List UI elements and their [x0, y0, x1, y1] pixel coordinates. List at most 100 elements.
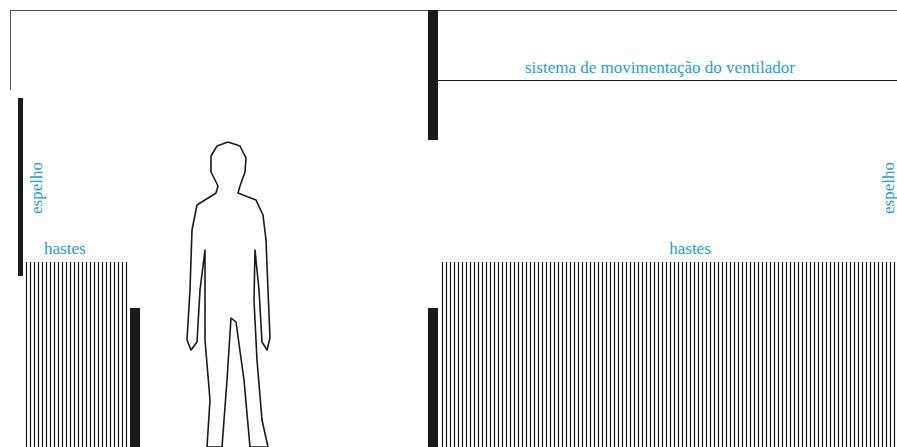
- rod: [494, 262, 495, 447]
- rod: [814, 262, 815, 447]
- rod: [594, 262, 595, 447]
- rod: [506, 262, 507, 447]
- rod: [26, 262, 27, 447]
- rod: [610, 262, 611, 447]
- rod: [614, 262, 615, 447]
- rod: [110, 262, 111, 447]
- rods-left: [27, 262, 127, 447]
- rod: [850, 262, 851, 447]
- rod: [114, 262, 115, 447]
- rod: [870, 262, 871, 447]
- rod: [762, 262, 763, 447]
- rod: [598, 262, 599, 447]
- rod: [694, 262, 695, 447]
- rod: [30, 262, 31, 447]
- rod: [710, 262, 711, 447]
- person-silhouette: [187, 142, 270, 447]
- rod: [442, 262, 443, 447]
- rod: [46, 262, 47, 447]
- rod: [766, 262, 767, 447]
- rod: [122, 262, 123, 447]
- rod: [574, 262, 575, 447]
- rod: [866, 262, 867, 447]
- rod: [58, 262, 59, 447]
- rod: [86, 262, 87, 447]
- rod: [454, 262, 455, 447]
- rod: [730, 262, 731, 447]
- rod: [42, 262, 43, 447]
- mirror-label: espelho: [28, 160, 45, 216]
- rod: [570, 262, 571, 447]
- rod: [714, 262, 715, 447]
- rod: [838, 262, 839, 447]
- rod: [462, 262, 463, 447]
- rod: [666, 262, 667, 447]
- rod: [742, 262, 743, 447]
- rod: [830, 262, 831, 447]
- rod: [74, 262, 75, 447]
- wall-bar: [428, 10, 438, 140]
- rod: [738, 262, 739, 447]
- rod: [34, 262, 35, 447]
- rod: [630, 262, 631, 447]
- rod: [78, 262, 79, 447]
- rods-right: [443, 262, 895, 447]
- rod: [546, 262, 547, 447]
- rod: [770, 262, 771, 447]
- rod: [674, 262, 675, 447]
- rod: [554, 262, 555, 447]
- rod: [626, 262, 627, 447]
- rod: [658, 262, 659, 447]
- rod: [498, 262, 499, 447]
- rod: [502, 262, 503, 447]
- rod: [606, 262, 607, 447]
- rod: [638, 262, 639, 447]
- wall-line: [10, 10, 11, 90]
- mirror-label: espelho: [880, 160, 897, 216]
- rod: [894, 262, 895, 447]
- rod: [446, 262, 447, 447]
- rods-label: hastes: [667, 240, 713, 257]
- rod: [622, 262, 623, 447]
- rod: [858, 262, 859, 447]
- rod: [66, 262, 67, 447]
- rod: [650, 262, 651, 447]
- rod: [118, 262, 119, 447]
- rod: [802, 262, 803, 447]
- rod: [514, 262, 515, 447]
- rod: [562, 262, 563, 447]
- ceiling-line: [10, 10, 897, 11]
- wall-bar: [130, 308, 140, 447]
- rod: [470, 262, 471, 447]
- rod: [654, 262, 655, 447]
- rod: [722, 262, 723, 447]
- rod: [534, 262, 535, 447]
- rod: [634, 262, 635, 447]
- rod: [602, 262, 603, 447]
- rod: [886, 262, 887, 447]
- rod: [806, 262, 807, 447]
- rod: [586, 262, 587, 447]
- rod: [646, 262, 647, 447]
- rod: [682, 262, 683, 447]
- rod: [778, 262, 779, 447]
- rod: [826, 262, 827, 447]
- rod: [566, 262, 567, 447]
- rod: [698, 262, 699, 447]
- rod: [94, 262, 95, 447]
- rod: [490, 262, 491, 447]
- rod: [790, 262, 791, 447]
- rod: [734, 262, 735, 447]
- rod: [70, 262, 71, 447]
- rod: [822, 262, 823, 447]
- rod: [486, 262, 487, 447]
- rod: [882, 262, 883, 447]
- rod: [526, 262, 527, 447]
- rod: [474, 262, 475, 447]
- rod: [662, 262, 663, 447]
- rod: [750, 262, 751, 447]
- rod: [62, 262, 63, 447]
- rod: [890, 262, 891, 447]
- rod: [542, 262, 543, 447]
